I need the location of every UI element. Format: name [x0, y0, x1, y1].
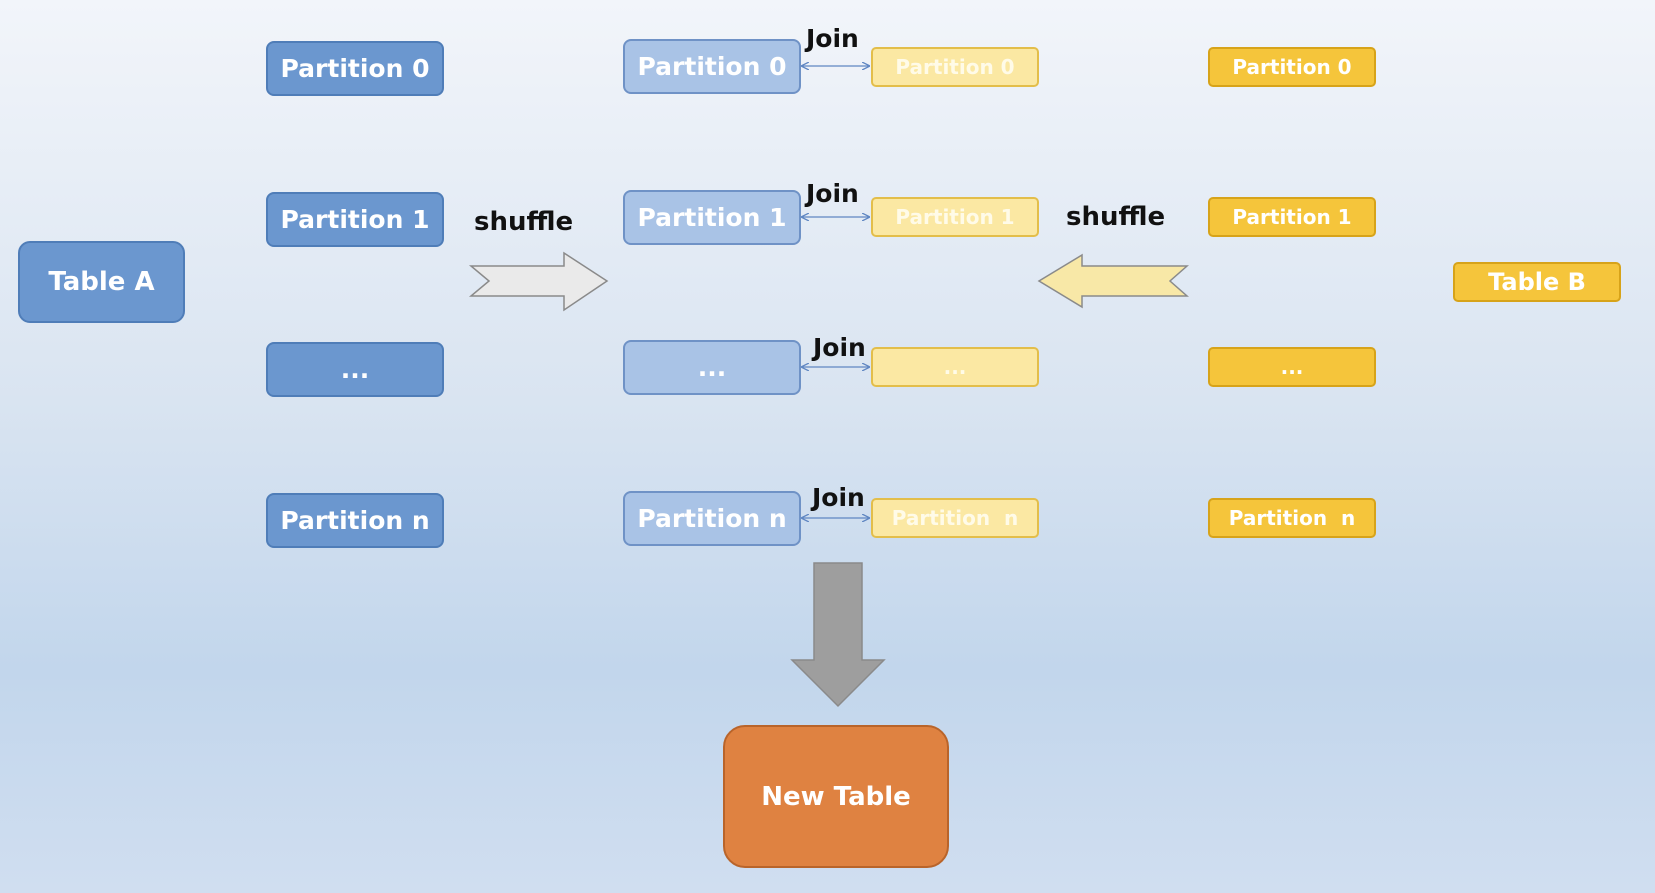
partition-label: Partition 0	[1232, 55, 1352, 79]
table-a-partition-ellipsis: ...	[266, 342, 444, 397]
partition-label: ...	[697, 353, 727, 382]
partition-label: Partition 0	[895, 55, 1015, 79]
shuffled-b-partition-0: Partition 0	[871, 47, 1039, 87]
shuffled-a-partition-ellipsis: ...	[623, 340, 801, 395]
table-b-partition-n: Partition n	[1208, 498, 1376, 538]
partition-label: Partition n	[1228, 506, 1356, 530]
partition-label: Partition 1	[637, 203, 787, 232]
join-label: Join	[813, 333, 866, 362]
shuffled-a-partition-1: Partition 1	[623, 190, 801, 245]
table-b-box: Table B	[1453, 262, 1621, 302]
partition-label: Partition 0	[280, 54, 430, 83]
partition-label: Partition n	[280, 506, 430, 535]
partition-label: Partition 1	[1232, 205, 1352, 229]
partition-label: Partition n	[891, 506, 1019, 530]
down-arrow-icon	[790, 562, 886, 708]
shuffled-a-partition-n: Partition n	[623, 491, 801, 546]
shuffled-b-partition-1: Partition 1	[871, 197, 1039, 237]
table-a-partition-0: Partition 0	[266, 41, 444, 96]
new-table-label: New Table	[761, 781, 911, 812]
table-a-label: Table A	[48, 267, 155, 297]
join-label: Join	[812, 483, 865, 512]
shuffle-arrow-right-icon	[468, 251, 609, 312]
shuffle-label-right: shuffle	[1066, 202, 1166, 232]
table-a-box: Table A	[18, 241, 185, 323]
partition-label: Partition 0	[637, 52, 787, 81]
table-b-partition-0: Partition 0	[1208, 47, 1376, 87]
shuffled-a-partition-0: Partition 0	[623, 39, 801, 94]
partition-label: ...	[943, 355, 967, 379]
join-label: Join	[806, 24, 859, 53]
partition-label: ...	[340, 355, 370, 384]
shuffle-label-left: shuffle	[474, 207, 574, 237]
table-b-partition-1: Partition 1	[1208, 197, 1376, 237]
table-b-label: Table B	[1488, 268, 1586, 296]
shuffle-arrow-left-icon	[1037, 253, 1189, 309]
table-b-partition-ellipsis: ...	[1208, 347, 1376, 387]
partition-label: Partition 1	[895, 205, 1015, 229]
shuffled-b-partition-n: Partition n	[871, 498, 1039, 538]
table-a-partition-1: Partition 1	[266, 192, 444, 247]
partition-label: Partition 1	[280, 205, 430, 234]
shuffled-b-partition-ellipsis: ...	[871, 347, 1039, 387]
partition-label: Partition n	[637, 504, 787, 533]
partition-label: ...	[1280, 355, 1304, 379]
join-label: Join	[806, 179, 859, 208]
new-table-box: New Table	[723, 725, 949, 868]
table-a-partition-n: Partition n	[266, 493, 444, 548]
